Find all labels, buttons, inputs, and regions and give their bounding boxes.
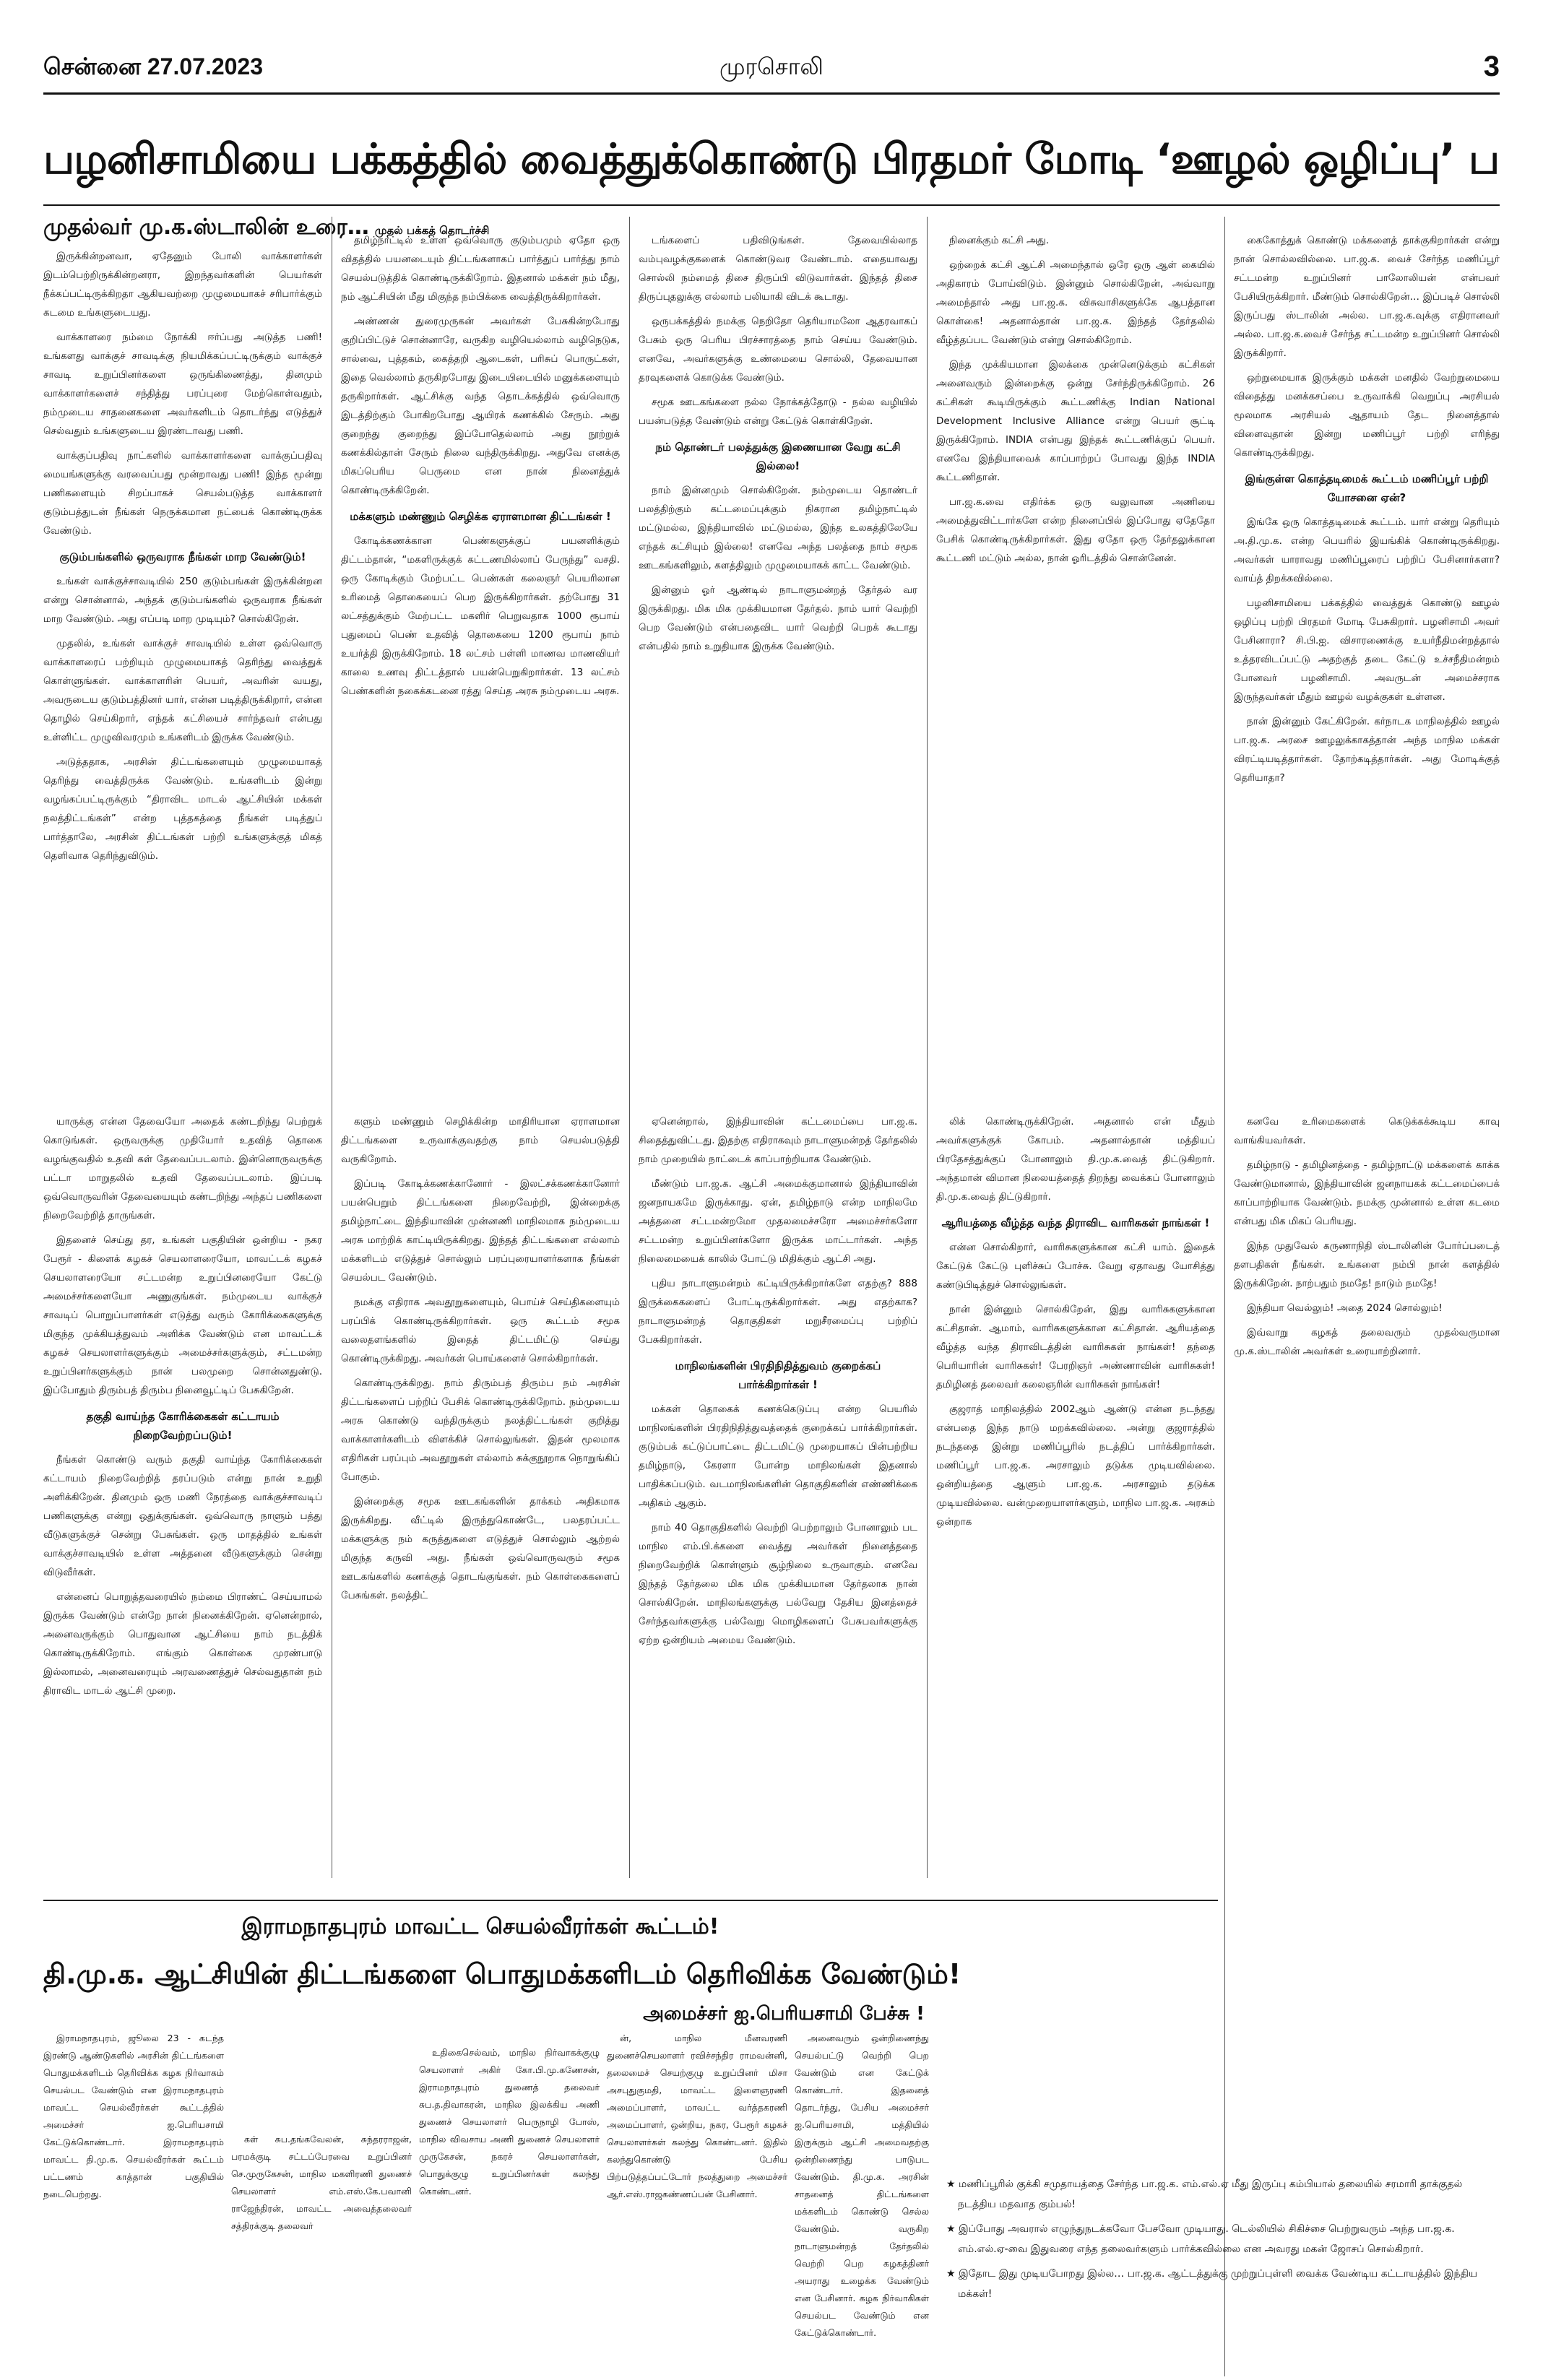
- subheading: நம் தொண்டர் பலத்துக்கு இணையான வேறு கட்சி…: [655, 441, 901, 472]
- paragraph: நாம் 40 தொகுதிகளில் வெற்றி பெற்றாலும் போ…: [639, 1522, 917, 1646]
- paragraph: கோடிக்கணக்கான பெண்களுக்குப் பயனளிக்கும் …: [341, 535, 620, 697]
- paragraph: யாருக்கு என்ன தேவையோ அதைக் கண்டறிந்து பெ…: [43, 1116, 322, 1221]
- paragraph: என்ன சொல்கிறார், வாரிசுகளுக்கான கட்சி யா…: [936, 1242, 1215, 1291]
- paragraph: அண்ணன் துரைமுருகன் அவர்கள் பேசுகின்றபோது…: [341, 316, 620, 496]
- subheading: தகுதி வாய்ந்த கோரிக்கைகள் கட்டாயம் நிறைவ…: [86, 1410, 280, 1442]
- paragraph: ஏனென்றால், இந்தியாவின் கட்டமைப்பை பா.ஜ.க…: [639, 1116, 917, 1165]
- column-divider: [927, 217, 928, 1878]
- bullet-item: ★ இப்போது அவரால் எழுந்துநடக்கவோ பேசவோ மு…: [946, 2223, 1455, 2255]
- paragraph: நினைக்கும் கட்சி அது.: [949, 235, 1049, 246]
- paragraph: முதலில், உங்கள் வாக்குச் சாவடியில் உள்ள …: [43, 638, 322, 743]
- column-4-bottom: லிக் கொண்டிருக்கிறேன். அதனால் என் மீதும்…: [936, 1112, 1215, 1892]
- paragraph: வாக்குப்பதிவு நாட்களில் வாக்காளர்களை வாக…: [43, 450, 322, 537]
- column-divider: [1224, 217, 1225, 2376]
- subheading: மாநிலங்களின் பிரதிநிதித்துவம் குறைக்கப் …: [675, 1359, 881, 1391]
- paragraph: பழனிசாமியை பக்கத்தில் வைத்துக் கொண்டு ஊழ…: [1234, 597, 1500, 703]
- paragraph: இதனைச் செய்து தர, உங்கள் பகுதியின் ஒன்றி…: [43, 1234, 322, 1396]
- story2-byline: அமைச்சர் ஐ.பெரியசாமி பேச்சு !: [643, 2003, 925, 2025]
- dateline: சென்னை 27.07.2023: [43, 53, 264, 79]
- paragraph: புதிய நாடாளுமன்றம் கட்டியிருக்கிறார்களே …: [639, 1278, 917, 1346]
- subheading: மக்களும் மண்ணும் செழிக்க ஏராளமான திட்டங்…: [350, 510, 611, 523]
- column-divider: [629, 217, 630, 1878]
- column-4-top: நினைக்கும் கட்சி அது. ஒற்றைக் கட்சி ஆட்ச…: [936, 231, 1215, 1096]
- story2-column-4: ன், மாநில மீனவரணி துணைச்செயலாளர் ரவிச்சந…: [607, 2030, 787, 2369]
- paragraph: நீங்கள் கொண்டு வரும் தகுதி வாய்ந்த கோரிக…: [43, 1454, 322, 1578]
- paragraph: கள் சுப.தங்கவேலன், சுந்தரராஜன், பரமக்குட…: [231, 2134, 412, 2231]
- paragraph: களும் மண்ணும் செழிக்கின்ற மாதிரியான ஏராள…: [341, 1116, 620, 1165]
- paragraph: இவ்வாறு கழகத் தலைவரும் முதல்வருமான மு.க.…: [1234, 1327, 1500, 1357]
- paragraph: கொண்டிருக்கிறது. நாம் திரும்பத் திரும்ப …: [341, 1377, 620, 1483]
- subheading: இங்குள்ள கொத்தடிமைக் கூட்டம் மணிப்பூர் ப…: [1245, 472, 1489, 504]
- story2-column-3: உதிகைசெல்வம், மாநில நிர்வாகக்குழு செயலாள…: [419, 2044, 600, 2369]
- bullet-item: ★ மணிப்பூரில் குக்கி சமுதாயத்தை சேர்ந்த …: [946, 2178, 1463, 2210]
- paragraph: மக்கள் தொகைக் கணக்கெடுப்பு என்ற பெயரில் …: [639, 1403, 917, 1509]
- paragraph: ஒற்றுமையாக இருக்கும் மக்கள் மனதில் வேற்ற…: [1234, 372, 1500, 459]
- page-number: 3: [1483, 51, 1500, 82]
- paragraph: அனைவரும் ஒன்றிணைந்து செயல்பட்டு வெற்றி ப…: [795, 2033, 929, 2338]
- story2-kicker: இராமநாதபுரம் மாவட்ட செயல்வீரர்கள் கூட்டம…: [241, 1914, 719, 1939]
- story2-column-5: அனைவரும் ஒன்றிணைந்து செயல்பட்டு வெற்றி ப…: [795, 2030, 929, 2369]
- column-2-bottom: களும் மண்ணும் செழிக்கின்ற மாதிரியான ஏராள…: [341, 1112, 620, 1892]
- paragraph: உங்கள் வாக்குச்சாவடியில் 250 குடும்பங்கள…: [43, 576, 322, 625]
- paragraph: லிக் கொண்டிருக்கிறேன். அதனால் என் மீதும்…: [936, 1116, 1215, 1203]
- bullet-box: ★ மணிப்பூரில் குக்கி சமுதாயத்தை சேர்ந்த …: [946, 2174, 1500, 2362]
- paragraph: ஒற்றைக் கட்சி ஆட்சி அமைந்தால் ஒரே ஒரு ஆள…: [936, 259, 1215, 346]
- masthead: சென்னை 27.07.2023 முரசொலி 3: [43, 45, 1500, 88]
- paragraph: இராமநாதபுரம், ஜூலை 23 - கடந்த இரண்டு ஆண்…: [43, 2033, 224, 2199]
- paragraph: உதிகைசெல்வம், மாநில நிர்வாகக்குழு செயலாள…: [419, 2047, 600, 2197]
- paragraph: நான் இன்னும் சொல்கிறேன், இது வாரிசுகளுக்…: [936, 1304, 1215, 1390]
- subheading: குடும்பங்களில் ஒருவராக நீங்கள் மாற வேண்ட…: [59, 550, 306, 563]
- column-5-bottom: கனவே உரிமைகளைக் கெடுக்கக்கூடிய காவு வாங்…: [1234, 1112, 1500, 2152]
- paragraph: இந்தியா வெல்லும்! அதை 2024 சொல்லும்!: [1247, 1302, 1443, 1314]
- kicker-continued: முதல் பக்கத் தொடர்ச்சி: [374, 224, 490, 237]
- column-1-top: இருக்கின்றனவா, ஏதேனும் போலி வாக்காளர்கள்…: [43, 247, 322, 1096]
- paragraph: தமிழ்நாடு - தமிழினத்தை - தமிழ்நாட்டு மக்…: [1234, 1159, 1500, 1227]
- paragraph: இங்கே ஒரு கொத்தடிமைக் கூட்டம். யார் என்ற…: [1234, 516, 1500, 584]
- paragraph: இப்படி கோடிக்கணக்கானோர் - இலட்சக்கணக்கான…: [341, 1178, 620, 1284]
- subheading: ஆரியத்தை வீழ்த்த வந்த திராவிட வாரிசுகள் …: [941, 1216, 1210, 1229]
- paragraph: என்னைப் பொறுத்தவரையில் நம்மை பிராண்ட் செ…: [43, 1591, 322, 1697]
- paragraph: தமிழ்நாட்டில் உள்ள ஒவ்வொரு குடும்பமும் ஏ…: [341, 235, 620, 303]
- paragraph: பா.ஜ.க.வை எதிர்க்க ஒரு வலுவான அணியை அமைத…: [936, 496, 1215, 564]
- paragraph: குஜராத் மாநிலத்தில் 2002ஆம் ஆண்டு என்ன ந…: [936, 1403, 1215, 1528]
- paragraph: ன், மாநில மீனவரணி துணைச்செயலாளர் ரவிச்சந…: [607, 2033, 787, 2199]
- paragraph: வாக்காளரை நம்மை நோக்கி ஈர்ப்பது அடுத்த ப…: [43, 332, 322, 437]
- story-kicker: முதல்வர் மு.க.ஸ்டாலின் உரை… முதல் பக்கத் …: [43, 209, 744, 246]
- story2-column-1: இராமநாதபுரம், ஜூலை 23 - கடந்த இரண்டு ஆண்…: [43, 2030, 224, 2369]
- paragraph: இந்த முதுவேல் கருணாநிதி ஸ்டாலினின் போர்ப…: [1234, 1240, 1500, 1289]
- headline-rule: [43, 204, 1500, 206]
- paragraph: மீண்டும் பா.ஜ.க. ஆட்சி அமைக்குமானால் இந்…: [639, 1178, 917, 1265]
- paragraph: டங்களைப் பதிவிடுங்கள். தேவையில்லாத வம்பு…: [639, 235, 917, 303]
- paper-name: முரசொலி: [719, 53, 824, 79]
- section-rule: [43, 1900, 1218, 1901]
- paragraph: அடுத்ததாக, அரசின் திட்டங்களையும் முழுமைய…: [43, 756, 322, 862]
- paragraph: நான் இன்னும் கேட்கிறேன். கர்நாடக மாநிலத்…: [1234, 716, 1500, 784]
- paragraph: இன்னும் ஓர் ஆண்டில் நாடாளுமன்றத் தேர்தல்…: [639, 584, 917, 652]
- masthead-rule: [43, 92, 1500, 95]
- paragraph: சமூக ஊடகங்களை நல்ல நோக்கத்தோடு - நல்ல வழ…: [639, 397, 917, 427]
- paragraph: நாம் இன்னமும் சொல்கிறேன். நம்முடைய தொண்ட…: [639, 485, 917, 571]
- paragraph: நமக்கு எதிராக அவதூறுகளையும், பொய்ச் செய்…: [341, 1297, 620, 1364]
- paragraph: இந்த முக்கியமான இலக்கை முன்னெடுக்கும் கட…: [936, 359, 1215, 483]
- main-headline: பழனிசாமியை பக்கத்தில் வைத்துக்கொண்டு பிர…: [43, 134, 1500, 183]
- kicker-title: முதல்வர் மு.க.ஸ்டாலின் உரை…: [43, 215, 369, 240]
- column-1-bottom: யாருக்கு என்ன தேவையோ அதைக் கண்டறிந்து பெ…: [43, 1112, 322, 1892]
- column-5-top: கைகோத்துக் கொண்டு மக்களைத் தாக்குகிறார்க…: [1234, 231, 1500, 1096]
- story2-headline: தி.மு.க. ஆட்சியின் திட்டங்களை பொதுமக்களி…: [43, 1958, 961, 1990]
- column-3-top: டங்களைப் பதிவிடுங்கள். தேவையில்லாத வம்பு…: [639, 231, 917, 925]
- paragraph: இருக்கின்றனவா, ஏதேனும் போலி வாக்காளர்கள்…: [43, 251, 322, 319]
- column-3-bottom: ஏனென்றால், இந்தியாவின் கட்டமைப்பை பா.ஜ.க…: [639, 1112, 917, 1892]
- paragraph: கைகோத்துக் கொண்டு மக்களைத் தாக்குகிறார்க…: [1234, 235, 1500, 359]
- paragraph: இன்றைக்கு சமூக ஊடகங்களின் தாக்கம் அதிகமா…: [341, 1496, 620, 1601]
- bullet-item: ★ இதோட இது முடியபோறது இல்ல… பா.ஜ.க. ஆட்ட…: [946, 2268, 1477, 2300]
- paragraph: கனவே உரிமைகளைக் கெடுக்கக்கூடிய காவு வாங்…: [1234, 1116, 1500, 1146]
- column-2-top: தமிழ்நாட்டில் உள்ள ஒவ்வொரு குடும்பமும் ஏ…: [341, 231, 620, 1096]
- story2-column-2: கள் சுப.தங்கவேலன், சுந்தரராஜன், பரமக்குட…: [231, 2131, 412, 2369]
- paragraph: ஒருபக்கத்தில் நமக்கு நெறிதோ தெரியாமலோ ஆத…: [639, 316, 917, 384]
